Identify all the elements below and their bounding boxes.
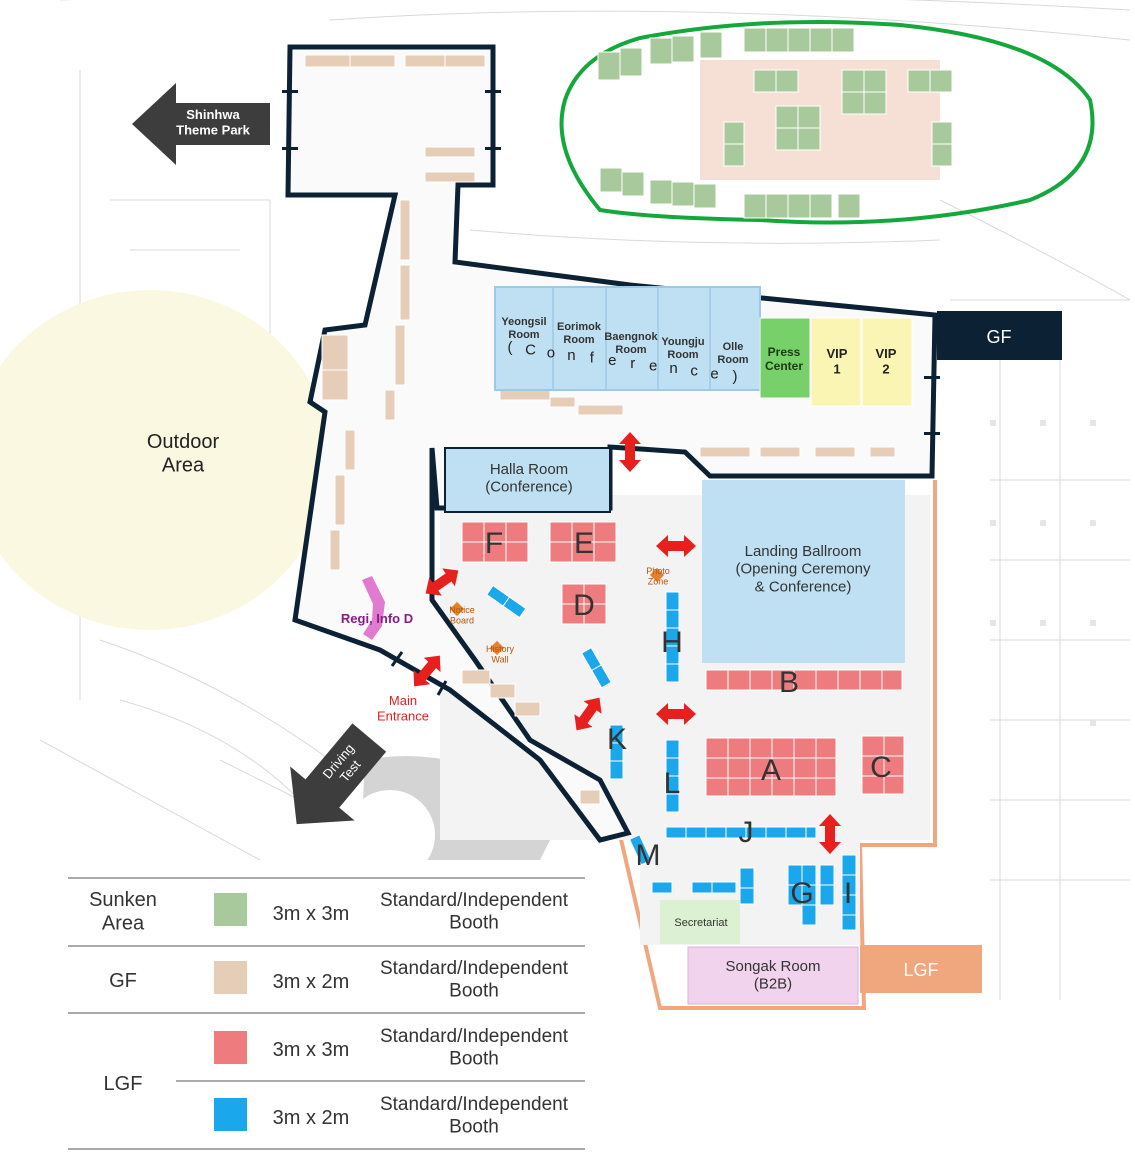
grid-columns [990,420,1096,726]
entrance-ticks [390,651,448,696]
lgf-tag-label: LGF [903,960,938,980]
zone-h: H [661,626,683,659]
legend-area-gf: GF [109,970,137,992]
conference-letter: f [590,350,595,367]
legend-size-2: 3m x 2m [273,971,350,993]
conference-letter: o [547,344,555,361]
conference-letter: ( [508,339,513,356]
conference-letter: e [608,352,616,369]
halla-room-label: Halla Room(Conference) [485,461,573,496]
secretariat [660,900,740,944]
legend-swatch-lgf-3x3 [214,1031,247,1064]
zone-e: E [574,527,594,560]
legend-size-1: 3m x 3m [273,903,350,925]
zone-l: L [664,767,681,800]
zone-f: F [485,527,503,560]
regi-info-label: Regi, Info D [341,611,413,626]
legend-area-lgf: LGF [104,1073,143,1095]
legend-swatch-sunken [214,893,247,926]
songak-room [687,946,859,1005]
zone-m: M [636,839,661,872]
landing-ballroom-label: Landing Ballroom(Opening Ceremony& Confe… [735,543,871,595]
roundabout [345,790,435,880]
conference-letter: e [649,358,657,375]
zone-a: A [761,754,781,787]
sunken-area [559,19,1095,225]
driving-test-direction: DrivingTest [290,723,387,825]
conference-letter: e [710,365,718,382]
halla-room [444,447,611,513]
conference-letter: n [669,360,677,377]
conference-letter: c [690,363,698,380]
registration-desk: Regi, Info D [341,576,413,640]
legend-swatch-lgf-3x2 [214,1098,247,1131]
gf-tag [937,311,1062,360]
lgf-blue-booths [486,584,857,931]
zone-k: K [607,723,627,756]
conference-letter: r [630,355,635,372]
gf-booths [304,54,896,805]
legend-size-3: 3m x 3m [273,1039,350,1061]
songak-room-label: Songak Room(B2B) [725,958,820,993]
conference-letter: ) [733,368,738,385]
zone-c: C [870,751,892,784]
secretariat-label: Secretariat [674,917,727,929]
lgf-tag [860,945,982,993]
zone-g: G [790,877,813,910]
gf-entry-ticks [282,90,940,435]
zone-j: J [739,816,754,849]
landing-ballroom [702,480,905,663]
legend-swatch-gf [214,961,247,994]
zone-d: D [573,589,595,622]
legend-size-4: 3m x 2m [273,1107,350,1129]
gf-tag-label: GF [987,327,1012,347]
lgf-red-booths [461,521,905,797]
conference-letter: C [525,342,536,359]
zone-b: B [779,666,799,699]
conference-letter: n [567,347,575,364]
access-arrows [413,432,841,854]
zone-letters: A B C D E F G H I J K L M [485,527,892,910]
zone-i: I [844,877,852,910]
